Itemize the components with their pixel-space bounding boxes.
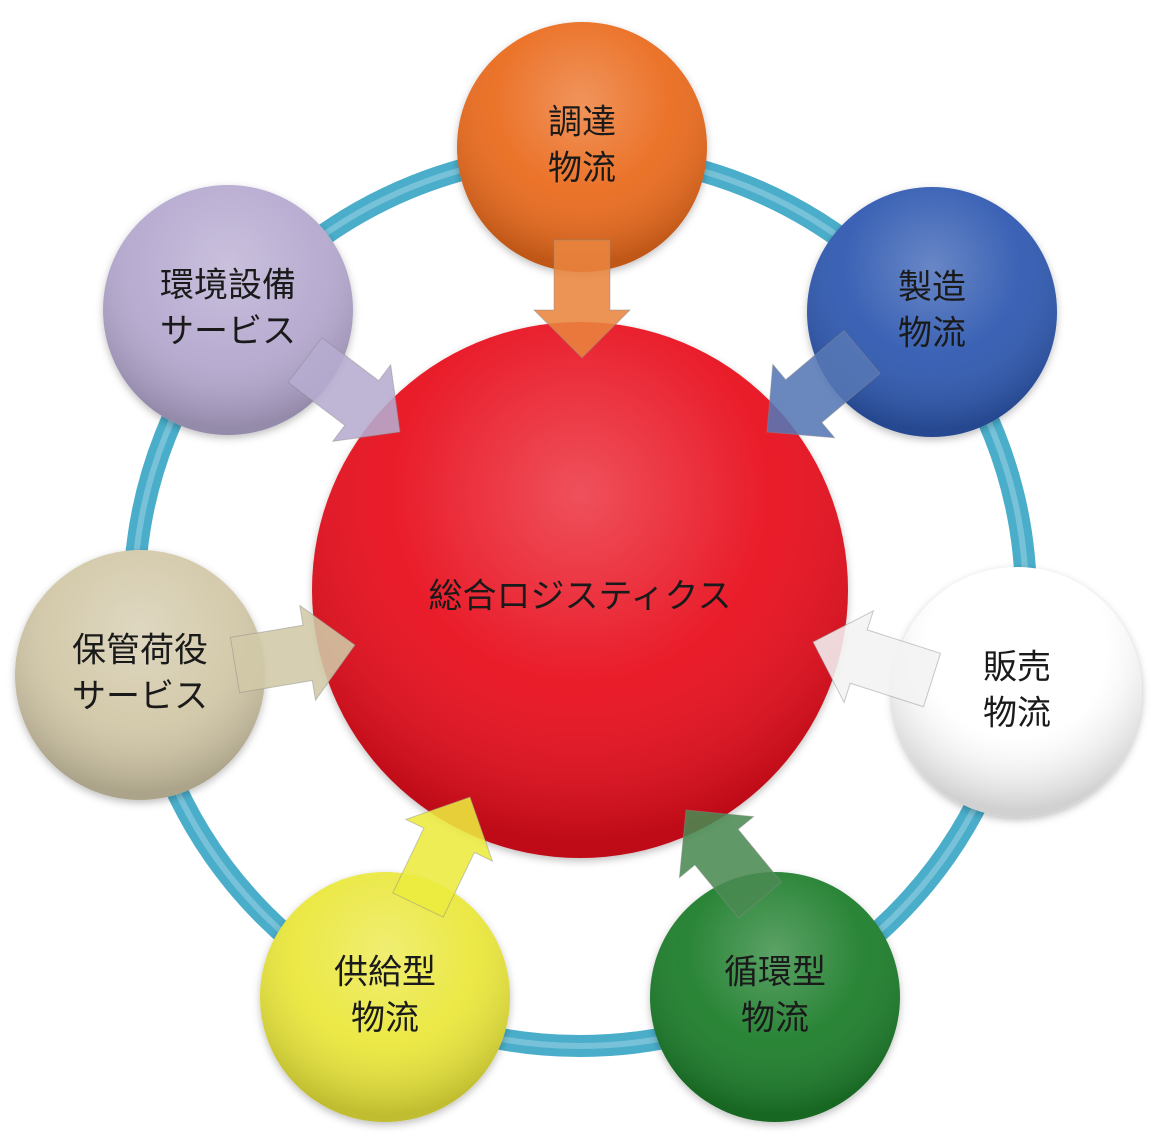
arrow-storage [229, 604, 356, 702]
arrow-manufacturing [766, 329, 881, 439]
node-gloss-circulation [650, 872, 900, 1122]
center-node: 総合ロジスティクス [312, 322, 848, 858]
arrow-sales [812, 609, 942, 708]
center-label: 総合ロジスティクス [429, 577, 732, 617]
arrows [229, 239, 942, 919]
node-label-sales-2: 物流 [983, 694, 1051, 734]
node-label-circulation-1: 循環型 [724, 953, 826, 993]
arrow-supply [392, 796, 494, 918]
arrow-procurement [532, 239, 632, 359]
node-label-sales-1: 販売 [983, 648, 1051, 688]
node-gloss-environment [103, 185, 353, 435]
node-label-storage-1: 保管荷役 [72, 631, 208, 671]
node-label-manufacturing-1: 製造 [898, 268, 966, 308]
node-gloss-supply [260, 872, 510, 1122]
arrow-circulation [678, 809, 783, 919]
node-label-procurement-1: 調達 [548, 103, 616, 143]
center-circle-gloss [312, 322, 848, 858]
node-gloss-storage [15, 550, 265, 800]
node-label-manufacturing-2: 物流 [898, 314, 966, 354]
node-label-supply-1: 供給型 [334, 953, 436, 993]
node-label-procurement-2: 物流 [548, 149, 616, 189]
arrow-environment [287, 336, 401, 442]
node-label-environment-2: サービス [160, 312, 296, 352]
node-label-environment-1: 環境設備 [160, 266, 296, 306]
node-label-storage-2: サービス [72, 677, 208, 717]
node-gloss-sales [892, 567, 1142, 817]
node-label-supply-2: 物流 [351, 999, 419, 1039]
node-gloss-procurement [457, 22, 707, 272]
node-label-circulation-2: 物流 [741, 999, 809, 1039]
